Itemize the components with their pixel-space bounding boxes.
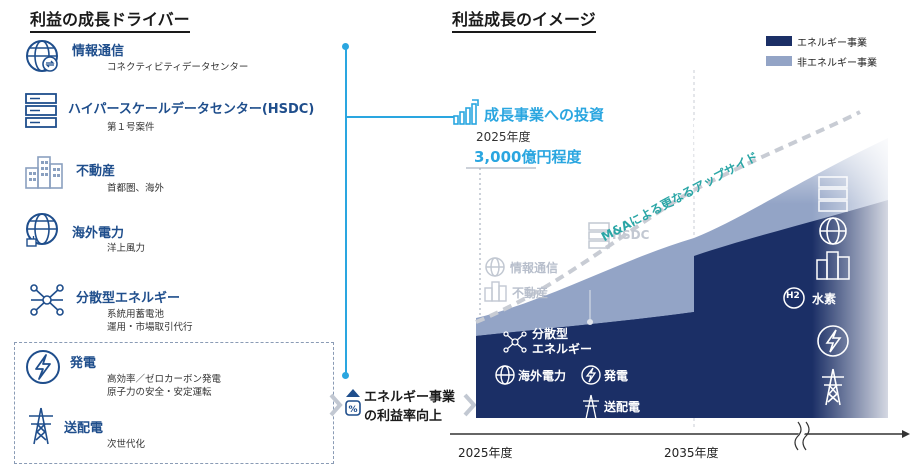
globe-plug-white-icon [495,365,515,385]
chart-label-distributed-2: エネルギー [532,342,593,356]
chart-label-generation: 発電 [604,369,629,383]
connector-dot-bottom [342,372,349,379]
profit-margin-icon: % [345,389,361,416]
driver-name-overseas: 海外電力 [72,226,125,241]
driver-name-distributed: 分散型エネルギー [76,291,181,306]
server-rack-icon [25,93,57,128]
lightning-white-icon [581,365,601,385]
energy-margin-label-2: の利益率向上 [364,409,443,424]
chart-label-distributed-1: 分散型 [532,327,569,341]
driver-sub-telecom: コネクティビティデータセンター [107,62,249,73]
lightning-icon [26,350,60,384]
legend-label-energy: エネルギー事業 [797,38,867,49]
driver-sub-transmission: 次世代化 [107,439,146,450]
driver-sub-distributed-1: 系統用蓄電池 [107,309,165,320]
driver-name-transmission: 送配電 [64,421,104,436]
chart-label-overseas: 海外電力 [518,369,567,383]
distributed-nodes-icon [30,284,64,316]
driver-name-generation: 発電 [70,356,97,371]
investment-year: 2025年度 [476,130,531,144]
driver-sub-generation-1: 高効率／ゼロカーボン発電 [107,374,222,385]
distributed-nodes-white-icon [503,331,527,353]
hydrogen-icon [783,287,805,309]
growth-bars-icon [453,99,479,125]
legend-swatch-energy [766,36,792,46]
legend-label-non-energy: 非エネルギー事業 [797,58,877,69]
buildings-icon [25,156,63,189]
chevron-right-icon [329,393,343,417]
x-label-2025: 2025年度 [458,446,513,460]
legend-swatch-non-energy [766,56,792,66]
chart-label-telecom: 情報通信 [510,261,559,275]
left-heading: 利益の成長ドライバー [30,6,190,33]
driver-sub-overseas: 洋上風力 [107,243,146,254]
chart-label-realestate: 不動産 [512,286,549,300]
driver-sub-hsdc: 第１号案件 [107,122,155,133]
right-heading: 利益成長のイメージ [452,6,596,33]
connector-dot-top [342,43,349,50]
driver-sub-generation-2: 原子力の安全・安定運転 [107,387,212,398]
server-rack-right-icon [818,176,848,212]
globe-faded-icon [485,257,505,277]
energy-drivers-box [14,342,334,464]
buildings-faded-icon [484,281,507,302]
chart-label-hsdc: HSDC [612,228,650,242]
chart-label-h2: H2 [786,291,800,301]
investment-title: 成長事業への投資 [484,106,605,124]
transmission-tower-icon [29,407,53,445]
buildings-right-icon [816,251,850,280]
transmission-tower-right-icon [822,368,844,406]
globe-right-icon [819,217,847,245]
transmission-tower-white-icon [583,394,599,420]
profit-growth-chart [450,70,910,452]
driver-sub-distributed-2: 運用・市場取引代行 [107,322,193,333]
connector-branch-line [346,116,454,118]
driver-name-realestate: 不動産 [76,164,116,179]
chevron-right-icon-2 [463,393,477,417]
lightning-right-icon [817,325,849,357]
investment-amount: 3,000億円程度 [474,148,582,166]
upside-dashed-curve [475,110,861,324]
chart-label-hydrogen: 水素 [812,292,837,306]
driver-sub-realestate: 首都圏、海外 [107,183,165,194]
svg-text:%: % [348,405,357,415]
server-rack-faded-icon [588,222,610,249]
driver-name-telecom: 情報通信 [72,44,125,59]
energy-margin-label-1: エネルギー事業 [364,390,456,405]
globe-network-icon [26,40,58,72]
connector-vertical-line [345,46,347,376]
globe-plug-icon [26,213,58,247]
driver-name-hsdc: ハイパースケールデータセンター(HSDC) [68,102,315,117]
chart-label-transmission: 送配電 [604,400,641,414]
x-label-2035: 2035年度 [664,446,719,460]
